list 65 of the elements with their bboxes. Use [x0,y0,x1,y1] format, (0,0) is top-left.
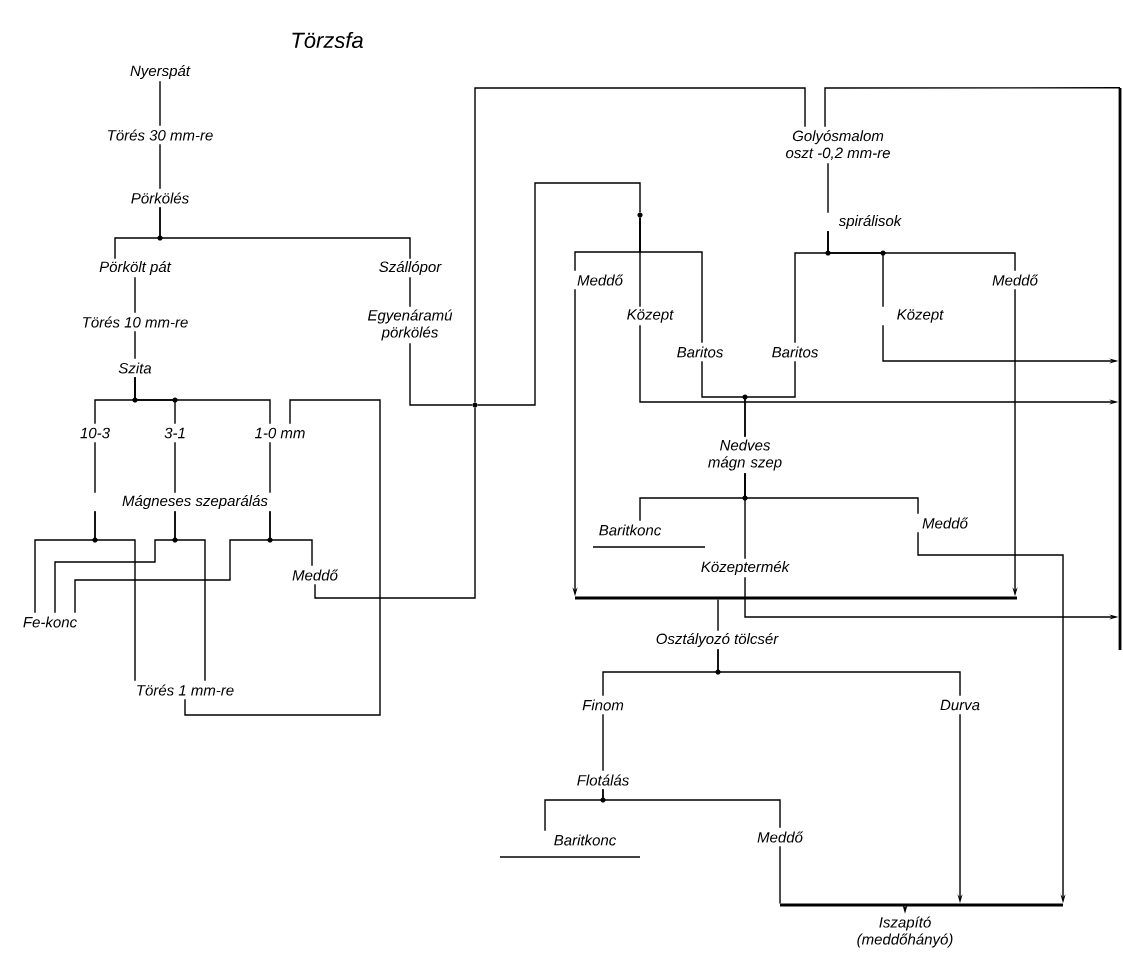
flow-line [94,441,96,494]
flow-line [744,360,796,438]
process-label: Szita [118,362,152,374]
flow-line [602,713,604,772]
process-label: Törés 30 mm-re [108,129,213,141]
flow-line [824,87,1121,128]
process-label: Közept [897,309,944,323]
flow-line [174,441,176,494]
process-label: Meddő [292,569,339,581]
flow-line [639,217,703,344]
process-label: 3-1 [164,427,185,439]
flow-line [174,510,206,682]
process-label: Golyósmalom oszt -0,2 mm-re [786,130,890,160]
flow-line [269,510,313,567]
process-label: Osztályozó tölcsér [656,632,779,648]
flow-line [134,376,271,425]
flow-line [134,330,136,360]
flow-line [159,80,161,127]
process-label: Durva [940,699,980,711]
flow-line [602,788,781,829]
process-label: Közeptermék [701,560,790,576]
process-label: Baritkonc [499,834,641,858]
flow-line [314,407,476,599]
process-label: Közept [627,309,674,323]
process-label: 1-0 mm [255,427,305,439]
flow-line [94,510,136,682]
flow-line [827,162,829,214]
process-label: 10-3 [80,427,110,439]
process-label: Baritos [772,346,819,358]
process-label: Baritos [677,346,724,358]
flow-line [717,648,961,697]
process-label: Nyerspát [130,64,191,80]
process-label: Meddő [922,517,969,529]
flow-line [159,206,411,260]
process-label: spirálisok [838,214,902,230]
process-label: Baritkonc [592,524,706,548]
title: Törzsfa [292,31,363,49]
process-label: Nedves mágn szep [708,439,782,471]
flow-line [827,230,1016,272]
process-label: Pörkölés [131,192,189,204]
flow-line [477,182,641,406]
process-label: Szállópor [379,260,442,276]
process-label: Meddő [757,831,804,843]
process-label: Egyenáramú pörkölés [367,309,453,341]
flow-line [184,399,381,716]
flow-line [269,441,271,494]
flow-line [474,87,806,403]
process-label: Flotálás [577,774,629,786]
flow-line [744,472,746,560]
collector-line [1118,88,1122,650]
process-label: Mágneses szeparálás [122,494,268,510]
flow-line [159,143,161,190]
flow-line [779,845,781,905]
process-label: Törés 10 mm-re [83,316,188,328]
process-label: Meddő [992,274,1039,286]
flow-line [717,598,719,632]
process-label: Meddő [577,274,624,286]
flow-line [409,276,411,308]
process-label: Törés 1 mm-re [137,684,234,696]
process-label: Finom [582,699,624,711]
process-label: Pörkölt pát [99,260,172,276]
process-label: Iszapító (meddőhányó) [857,916,953,948]
flow-line [409,342,473,406]
process-label: Fe-konc [23,616,77,628]
flow-line [134,276,136,314]
